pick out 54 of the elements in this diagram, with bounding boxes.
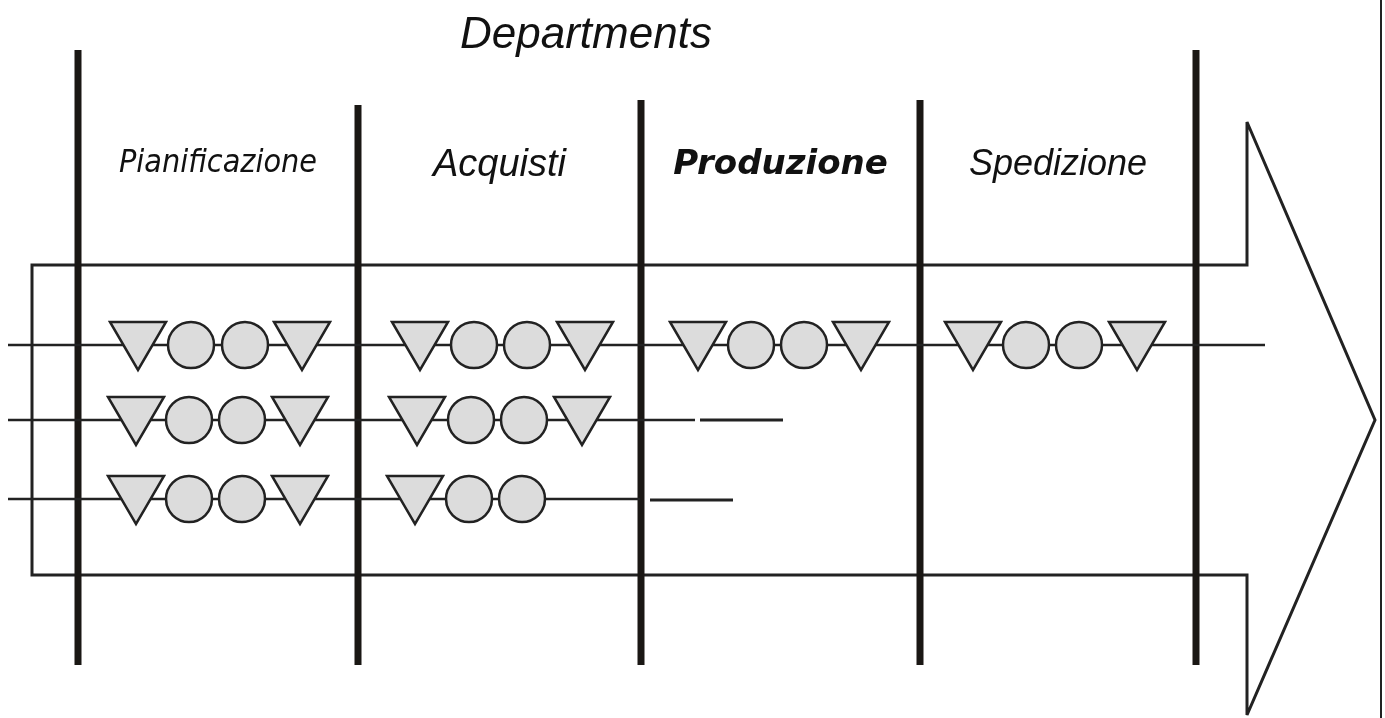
connector-line <box>266 497 286 501</box>
triangle-symbol <box>555 320 615 372</box>
circle-symbol <box>164 395 214 445</box>
circle-symbol <box>220 320 270 370</box>
triangle-symbol <box>668 320 728 372</box>
connector-line <box>551 343 571 347</box>
connector-line <box>316 343 406 347</box>
circle-symbol <box>497 474 547 524</box>
triangle-symbol <box>1107 320 1167 372</box>
triangle-symbol <box>270 474 330 526</box>
triangle-symbol <box>106 474 166 526</box>
connector-line <box>314 418 403 422</box>
connector-line <box>8 497 122 501</box>
circle-symbol <box>444 474 494 524</box>
department-label: Acquisti <box>430 142 568 185</box>
connector-line <box>1103 343 1123 347</box>
triangle-symbol <box>831 320 891 372</box>
triangle-symbol <box>390 320 450 372</box>
triangle-symbol <box>106 395 166 447</box>
connector-line <box>269 343 288 347</box>
triangle-symbol <box>387 395 447 447</box>
triangle-symbol <box>943 320 1003 372</box>
circle-symbol <box>779 320 829 370</box>
connector-line <box>599 343 684 347</box>
connector-line <box>596 418 695 422</box>
circle-symbol <box>1054 320 1104 370</box>
diagram-title: Departments <box>460 8 712 58</box>
connector-line <box>828 343 847 347</box>
circle-symbol <box>1001 320 1051 370</box>
circle-symbol <box>499 395 549 445</box>
connector-line <box>8 343 124 347</box>
department-label: Pianificazione <box>118 142 318 180</box>
connector-line <box>546 497 640 501</box>
circle-symbol <box>502 320 552 370</box>
triangle-symbol <box>272 320 332 372</box>
circle-symbol <box>726 320 776 370</box>
connector-line <box>1151 343 1265 347</box>
triangle-symbol <box>108 320 168 372</box>
triangle-symbol <box>552 395 612 447</box>
circle-symbol <box>164 474 214 524</box>
connector-line <box>314 497 401 501</box>
circle-symbol <box>449 320 499 370</box>
department-label: Spedizione <box>967 142 1149 184</box>
circle-symbol <box>166 320 216 370</box>
circle-symbol <box>217 474 267 524</box>
connector-line <box>548 418 568 422</box>
connector-line <box>266 418 286 422</box>
connector-line <box>875 343 959 347</box>
triangle-symbol <box>270 395 330 447</box>
triangle-symbol <box>385 474 445 526</box>
circle-symbol <box>446 395 496 445</box>
department-label: Produzione <box>672 142 889 182</box>
connector-line <box>8 418 122 422</box>
circle-symbol <box>217 395 267 445</box>
